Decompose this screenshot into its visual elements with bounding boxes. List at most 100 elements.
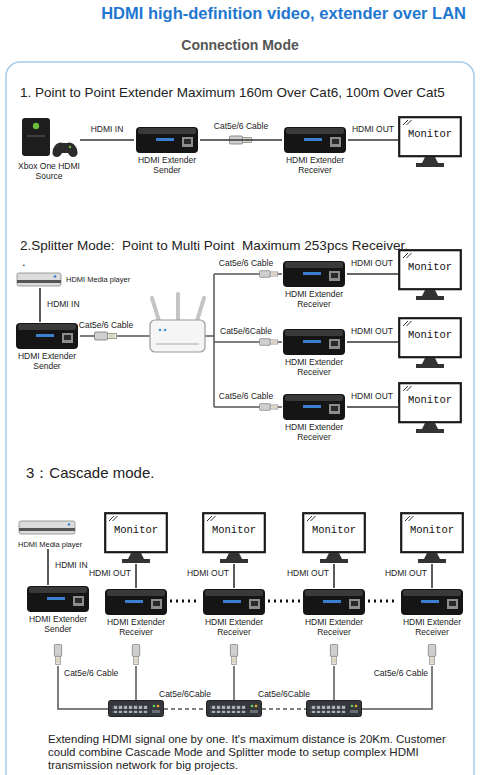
device-label: HDMI Media player: [66, 275, 130, 284]
cable-plug: [259, 271, 277, 278]
hdmi-connector: [333, 564, 335, 588]
monitor-box: Monitor: [398, 317, 462, 369]
extender-device: [305, 590, 363, 596]
cable-label: Cat5e/6Cable: [159, 689, 211, 699]
cable-label: Cat5e/6 Cable: [219, 258, 273, 268]
monitor-box: Monitor: [302, 512, 366, 564]
extender-device: [25, 585, 91, 613]
media-player-icon: [16, 270, 62, 288]
section-heading: Connection Mode: [181, 37, 298, 53]
extender-device: [331, 341, 338, 346]
monitor-outline: [416, 429, 444, 433]
connector-label: HDMI OUT: [351, 125, 395, 134]
monitor-outline: [400, 512, 464, 564]
extender-device: [330, 137, 341, 147]
monitor-outline: [122, 559, 150, 563]
extender-device: [105, 589, 167, 615]
screen-text: Monitor: [398, 329, 462, 341]
console-icon: [22, 118, 50, 156]
connector-label: HDMI IN: [90, 125, 125, 134]
extender-device: [303, 340, 321, 343]
cable-plug: [95, 332, 117, 340]
extender-device: [303, 589, 365, 615]
cable-plug: [54, 644, 435, 664]
console-icon: [33, 123, 39, 129]
cable-plug: [95, 271, 278, 411]
extender-device: [73, 596, 84, 606]
extender-device: [249, 599, 260, 609]
connector-label: HDMI OUT: [384, 569, 428, 578]
extender-device: [16, 323, 78, 349]
hdmi-connector: [347, 341, 398, 343]
monitor-outline: [403, 120, 412, 125]
extender-box: HDMI Extender Receiver: [282, 126, 348, 176]
screen-text: Monitor: [398, 261, 462, 273]
extender-device: [284, 127, 346, 153]
monitor-outline: [422, 423, 438, 429]
extender-device: [421, 600, 439, 603]
screen-text: Monitor: [202, 524, 266, 536]
extender-device: [75, 598, 82, 603]
cable-label: Cat5e/6 Cable: [219, 391, 273, 401]
connector-label: HDMI OUT: [88, 569, 132, 578]
extender-device: [62, 333, 73, 343]
extender-device: [36, 334, 54, 337]
extender-box: HDMI Extender Receiver: [281, 328, 347, 378]
splitter-cables: [80, 274, 282, 407]
extender-device: [281, 260, 347, 288]
extender-device: [331, 273, 338, 278]
extender-box: HDMI Extender Receiver: [103, 588, 169, 638]
monitor-outline: [207, 516, 216, 521]
section-panel: [6, 62, 474, 775]
hdmi-connector: [39, 288, 41, 322]
monitor-outline: [422, 157, 438, 163]
device-label: HDMI Extender Receiver: [201, 618, 267, 638]
extender-device: [136, 127, 198, 153]
device-label: HDMI Extender Receiver: [281, 358, 347, 378]
cable-plug: [132, 644, 139, 664]
extender-box: HDMI Extender Receiver: [201, 588, 267, 638]
console-icon: [27, 135, 45, 136]
screen-text: Monitor: [302, 524, 366, 536]
extender-device: [151, 599, 162, 609]
router-icon: [152, 294, 204, 321]
extender-device: [103, 588, 169, 616]
section-heading: 3：Cascade mode.: [26, 464, 154, 483]
console-icon: [69, 146, 71, 148]
hdmi-connector: [200, 139, 282, 141]
extender-device: [447, 599, 458, 609]
device-label: HDMI Media player: [18, 540, 102, 549]
monitor-outline: [398, 382, 462, 434]
extender-device: [332, 139, 339, 144]
extender-device: [281, 393, 347, 421]
device-label: HDMI Extender Receiver: [399, 618, 465, 638]
monitor-outline: [202, 512, 266, 564]
extender-device: [203, 589, 265, 615]
device-label: HDMI Extender Sender: [14, 352, 80, 372]
device-label: HDMI Extender Receiver: [103, 618, 169, 638]
media-player-icon: [17, 280, 61, 283]
extender-device: [201, 588, 267, 616]
extender-device: [251, 601, 258, 606]
extender-device: [303, 405, 321, 408]
extender-device: [156, 138, 174, 141]
monitor-outline: [320, 559, 348, 563]
router-icon: [159, 329, 162, 332]
extender-device: [14, 322, 80, 350]
section-heading: .: [22, 254, 26, 269]
extender-device: [449, 601, 456, 606]
hdmi-connector: [47, 549, 49, 585]
router-icon: [164, 329, 167, 332]
router-icon: [150, 320, 205, 352]
extender-device: [349, 599, 360, 609]
extender-device: [125, 600, 143, 603]
extender-box: HDMI Extender Receiver: [301, 588, 367, 638]
splitter-cables: [205, 274, 282, 407]
cable-plug: [259, 339, 277, 346]
monitor-outline: [398, 317, 462, 369]
monitor-outline: [416, 296, 444, 300]
extender-box: HDMI Extender Sender: [14, 322, 80, 372]
monitor-outline: [302, 512, 366, 564]
